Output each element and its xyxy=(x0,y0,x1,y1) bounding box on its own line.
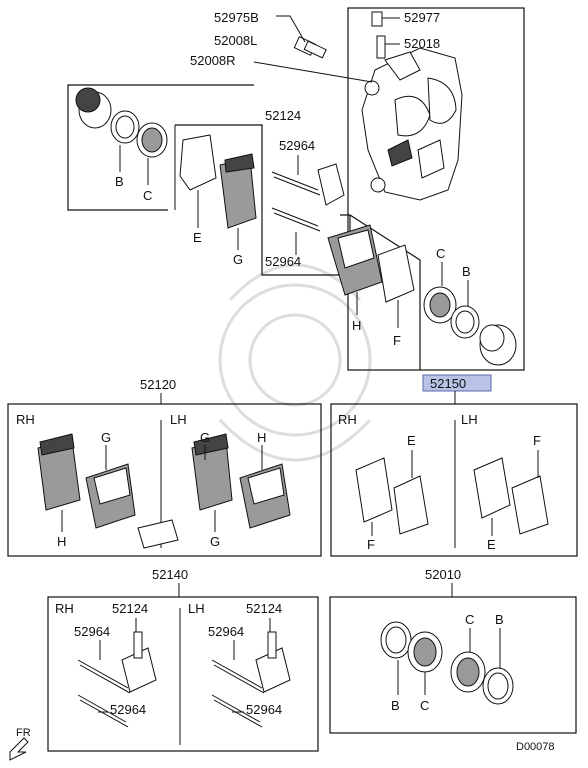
letter-f-52150-rh: F xyxy=(367,537,375,552)
letter-f-52150-lh: F xyxy=(533,433,541,448)
pad-h-top xyxy=(327,224,383,296)
shim-f-lh xyxy=(511,475,549,535)
group-label-52140: 52140 xyxy=(152,567,188,582)
label-52964-rh-bottom: 52964 xyxy=(110,702,146,717)
label-52964-lh-bottom: 52964 xyxy=(246,702,282,717)
label-52964-top-a: 52964 xyxy=(279,138,315,153)
shim-e-lh xyxy=(473,457,511,519)
label-52964-lh-top: 52964 xyxy=(208,624,244,639)
boot-c-52010-a xyxy=(407,631,443,673)
letter-f-top: F xyxy=(393,333,401,348)
group-label-52150[interactable]: 52150 xyxy=(430,376,466,391)
letter-h-top: H xyxy=(352,318,361,333)
letter-b-52010-top: B xyxy=(495,612,504,627)
letter-c-top: C xyxy=(143,188,152,203)
pin-52964-top-a xyxy=(271,171,321,196)
group-52150-lh: LH xyxy=(461,412,478,427)
dust-boot-c-top xyxy=(136,122,168,158)
pin-52964-lh-b xyxy=(211,694,263,728)
boot-c-52010-b xyxy=(450,651,486,693)
seal-b-52010-b xyxy=(482,667,514,705)
pad-h-lh xyxy=(239,463,291,529)
label-52977: 52977 xyxy=(404,10,440,25)
letter-e-top: E xyxy=(193,230,202,245)
group-52120-lh: LH xyxy=(170,412,187,427)
group-52120-frame xyxy=(7,403,322,557)
label-52964-top-b: 52964 xyxy=(265,254,301,269)
pin-52964-rh-a xyxy=(77,659,131,694)
letter-e-52150-lh: E xyxy=(487,537,496,552)
letter-h-52120-rh: H xyxy=(57,534,66,549)
letter-g-52120-rh: G xyxy=(101,430,111,445)
spring-52124-lh xyxy=(255,631,291,693)
pad-g-top xyxy=(219,153,257,229)
letter-e-52150-rh: E xyxy=(407,433,416,448)
bolt-52975b xyxy=(276,15,327,59)
shim-f-top xyxy=(377,244,415,303)
letter-g-52120-lh-top: G xyxy=(200,430,210,445)
pad-hf-frame xyxy=(340,214,421,370)
letter-g-top: G xyxy=(233,252,243,267)
shim-e-rh xyxy=(393,475,429,535)
diagram-id: D00078 xyxy=(516,741,555,753)
bleeder-52018 xyxy=(376,35,400,59)
watermark xyxy=(218,263,372,462)
seal-b-52010-a xyxy=(380,621,412,659)
label-52124-rh: 52124 xyxy=(112,601,148,616)
letter-h-52120-lh: H xyxy=(257,430,266,445)
dust-boot-c-right xyxy=(423,286,457,324)
group-52140-frame xyxy=(47,596,319,752)
pin-52964-top-b xyxy=(271,207,321,232)
caliper-frame xyxy=(347,7,525,371)
shim-e-top xyxy=(179,134,217,191)
label-52975b: 52975B xyxy=(214,10,259,25)
shim-f-rh xyxy=(355,457,393,523)
letter-b-52010-bottom: B xyxy=(391,698,400,713)
label-52008l: 52008L xyxy=(214,33,257,48)
seal-b-right xyxy=(450,305,480,339)
group-52120-rh: RH xyxy=(16,412,35,427)
spring-52124-top xyxy=(317,163,345,206)
letter-b-right: B xyxy=(462,264,471,279)
label-52008r: 52008R xyxy=(190,53,236,68)
letter-c-52010-top: C xyxy=(465,612,474,627)
caliper-body xyxy=(361,47,463,201)
group-52140-lh: LH xyxy=(188,601,205,616)
pad-g-rh xyxy=(85,463,136,529)
piston-top xyxy=(75,87,112,129)
group-label-52010: 52010 xyxy=(425,567,461,582)
pad-h-rh xyxy=(37,433,81,511)
piston-seal-b-top xyxy=(110,110,140,144)
letter-b-top: B xyxy=(115,174,124,189)
label-52964-rh-top: 52964 xyxy=(74,624,110,639)
spring-52124-rh xyxy=(121,631,157,693)
highlight-52150[interactable] xyxy=(422,374,492,392)
pin-52964-lh-a xyxy=(211,659,265,694)
pad-g-lh xyxy=(191,433,233,511)
letter-c-right: C xyxy=(436,246,445,261)
bleeder-screw-52977 xyxy=(371,11,400,27)
label-52124-top: 52124 xyxy=(265,108,301,123)
group-52150-frame xyxy=(330,403,578,557)
piston-right xyxy=(479,324,517,366)
group-label-52120: 52120 xyxy=(140,377,176,392)
group-52010-frame xyxy=(329,596,577,734)
seal-kit-frame xyxy=(67,84,254,211)
letter-c-52010-bottom: C xyxy=(420,698,429,713)
grease-tube xyxy=(137,519,179,549)
front-arrow-icon xyxy=(9,737,29,761)
group-52150-rh: RH xyxy=(338,412,357,427)
direction-label: FR xyxy=(16,727,31,739)
letter-g-52120-lh: G xyxy=(210,534,220,549)
group-52140-rh: RH xyxy=(55,601,74,616)
label-52124-lh: 52124 xyxy=(246,601,282,616)
pin-52964-rh-b xyxy=(77,694,129,728)
label-52018: 52018 xyxy=(404,36,440,51)
